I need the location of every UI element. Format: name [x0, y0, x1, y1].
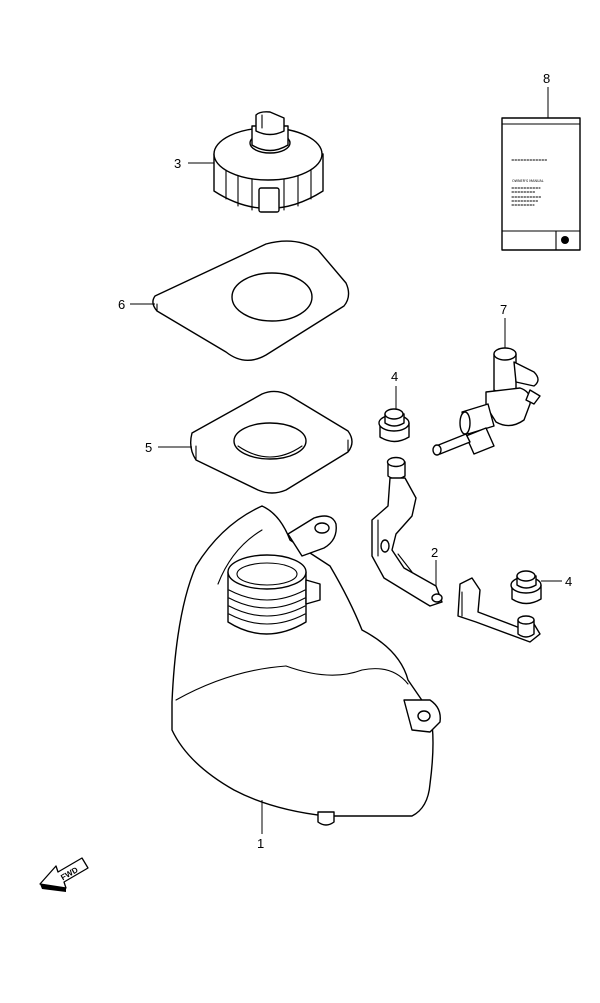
callout-1: 1	[257, 836, 264, 851]
callout-6: 6	[118, 297, 125, 312]
fuel-tank-cap[interactable]	[213, 111, 324, 213]
callout-2: 2	[431, 545, 438, 560]
callout-5: 5	[145, 440, 152, 455]
callout-7: 7	[500, 302, 507, 317]
manual-title: OWNER'S MANUAL	[512, 179, 544, 183]
forward-arrow-icon: FWD	[39, 857, 89, 892]
callout-3: 3	[174, 156, 181, 171]
brand-logo-icon	[561, 236, 569, 244]
tank-bracket[interactable]	[371, 456, 541, 643]
fuel-tank[interactable]	[171, 505, 441, 826]
tank-gasket-large[interactable]	[152, 240, 350, 361]
tank-gasket-small[interactable]	[189, 390, 353, 494]
grommet-right[interactable]	[510, 570, 542, 605]
owners-manual-booklet[interactable]: OWNER'S MANUAL	[501, 117, 581, 251]
grommet-upper[interactable]	[378, 408, 410, 443]
callout-8: 8	[543, 71, 550, 86]
callout-4-right: 4	[565, 574, 572, 589]
callout-4-upper: 4	[391, 369, 398, 384]
fuel-cock[interactable]	[432, 347, 541, 456]
